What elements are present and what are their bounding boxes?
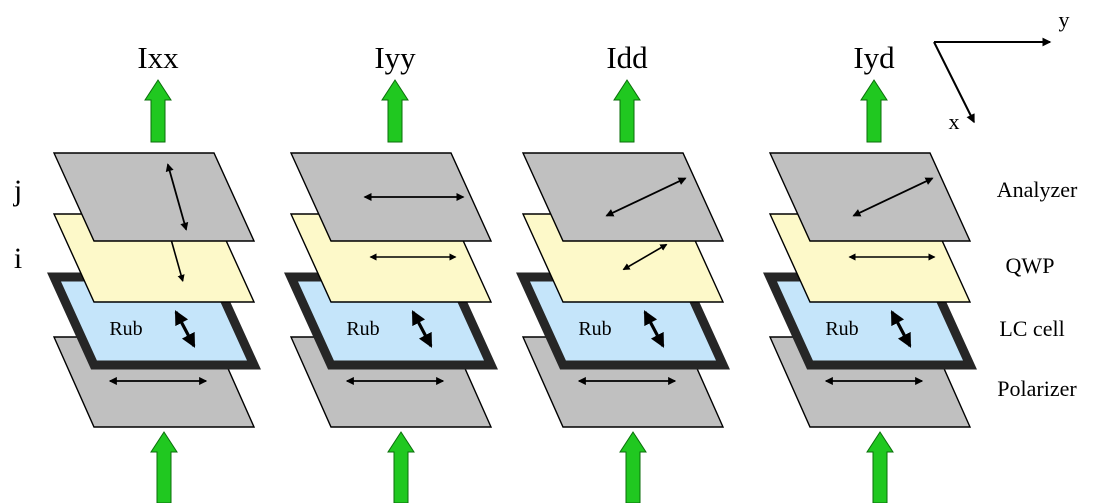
input-light-arrow	[619, 431, 647, 503]
rub-direction-arrow	[174, 310, 196, 348]
rub-direction-arrow	[890, 310, 912, 348]
output-light-arrow	[381, 79, 409, 143]
x-axis-arrow	[933, 41, 975, 124]
rub-direction-arrow	[643, 310, 665, 348]
rub-label: Rub	[578, 318, 611, 340]
rub-label: Rub	[346, 318, 379, 340]
analyzer-axis-arrow	[852, 177, 934, 217]
layer-label-analyzer: Analyzer	[997, 177, 1078, 202]
side-label-j: j	[13, 174, 22, 207]
column-title: Ixx	[137, 40, 179, 75]
column-title: Idd	[606, 40, 648, 75]
analyzer-axis-arrow	[165, 163, 189, 231]
input-light-arrow	[150, 431, 178, 503]
input-light-arrow	[866, 431, 894, 503]
analyzer-plate	[52, 152, 256, 242]
analyzer-axis-arrow	[605, 177, 687, 217]
column-title: Iyd	[853, 40, 895, 75]
layer-label-lc-cell: LC cell	[999, 316, 1064, 341]
qwp-axis-arrow	[622, 243, 668, 271]
y-axis-label: y	[1059, 7, 1070, 32]
input-light-arrow	[387, 431, 415, 503]
rub-label: Rub	[109, 318, 142, 340]
axes-indicator: y x	[933, 7, 1070, 134]
x-axis-label: x	[949, 109, 960, 134]
side-label-i: i	[14, 242, 22, 275]
output-light-arrow	[860, 79, 888, 143]
rub-direction-arrow	[411, 310, 433, 348]
output-light-arrow	[144, 79, 172, 143]
rub-label: Rub	[825, 318, 858, 340]
output-light-arrow	[613, 79, 641, 143]
layer-label-qwp: QWP	[1006, 253, 1055, 278]
layer-label-polarizer: Polarizer	[997, 376, 1077, 401]
column-title: Iyy	[374, 40, 416, 75]
